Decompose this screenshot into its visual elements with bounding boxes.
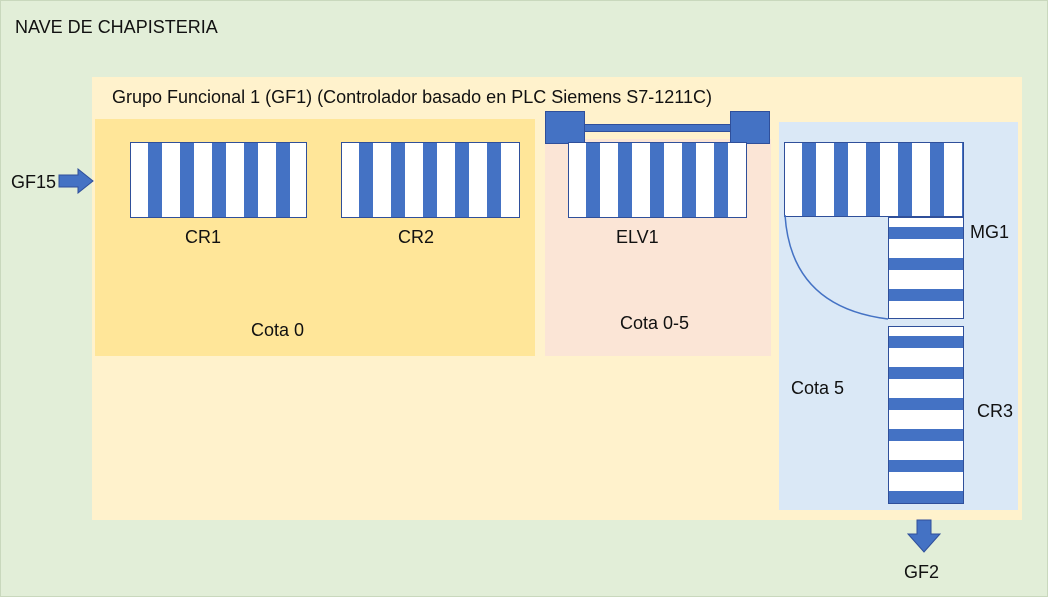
functional-group-title: Grupo Funcional 1 (GF1) (Controlador bas…: [112, 87, 712, 107]
transfer-mg1-bottom: [888, 217, 964, 319]
mg1-label: MG1: [970, 222, 1010, 242]
cr2-label: CR2: [398, 227, 435, 247]
roller-conveyor-cr1: [130, 142, 307, 218]
cota-0-label: Cota 0: [251, 320, 305, 340]
elevator-left-block: [545, 111, 585, 144]
elv1-label: ELV1: [616, 227, 659, 247]
transfer-mg1-top: [784, 142, 964, 217]
roller-conveyor-cr2: [341, 142, 520, 218]
input-flow-label: GF15: [11, 172, 57, 192]
arrow-right-icon: [58, 168, 94, 194]
roller-conveyor-cr3: [888, 326, 964, 504]
cota-5-label: Cota 5: [791, 378, 845, 398]
elevator-right-block: [730, 111, 770, 144]
arrow-down-icon: [907, 519, 941, 553]
cota-0-5-label: Cota 0-5: [620, 313, 690, 333]
output-flow-label: GF2: [904, 562, 940, 582]
elevator-elv1: [568, 142, 747, 218]
plant-title: NAVE DE CHAPISTERIA: [15, 17, 218, 37]
cr3-label: CR3: [977, 401, 1014, 421]
cr1-label: CR1: [185, 227, 222, 247]
